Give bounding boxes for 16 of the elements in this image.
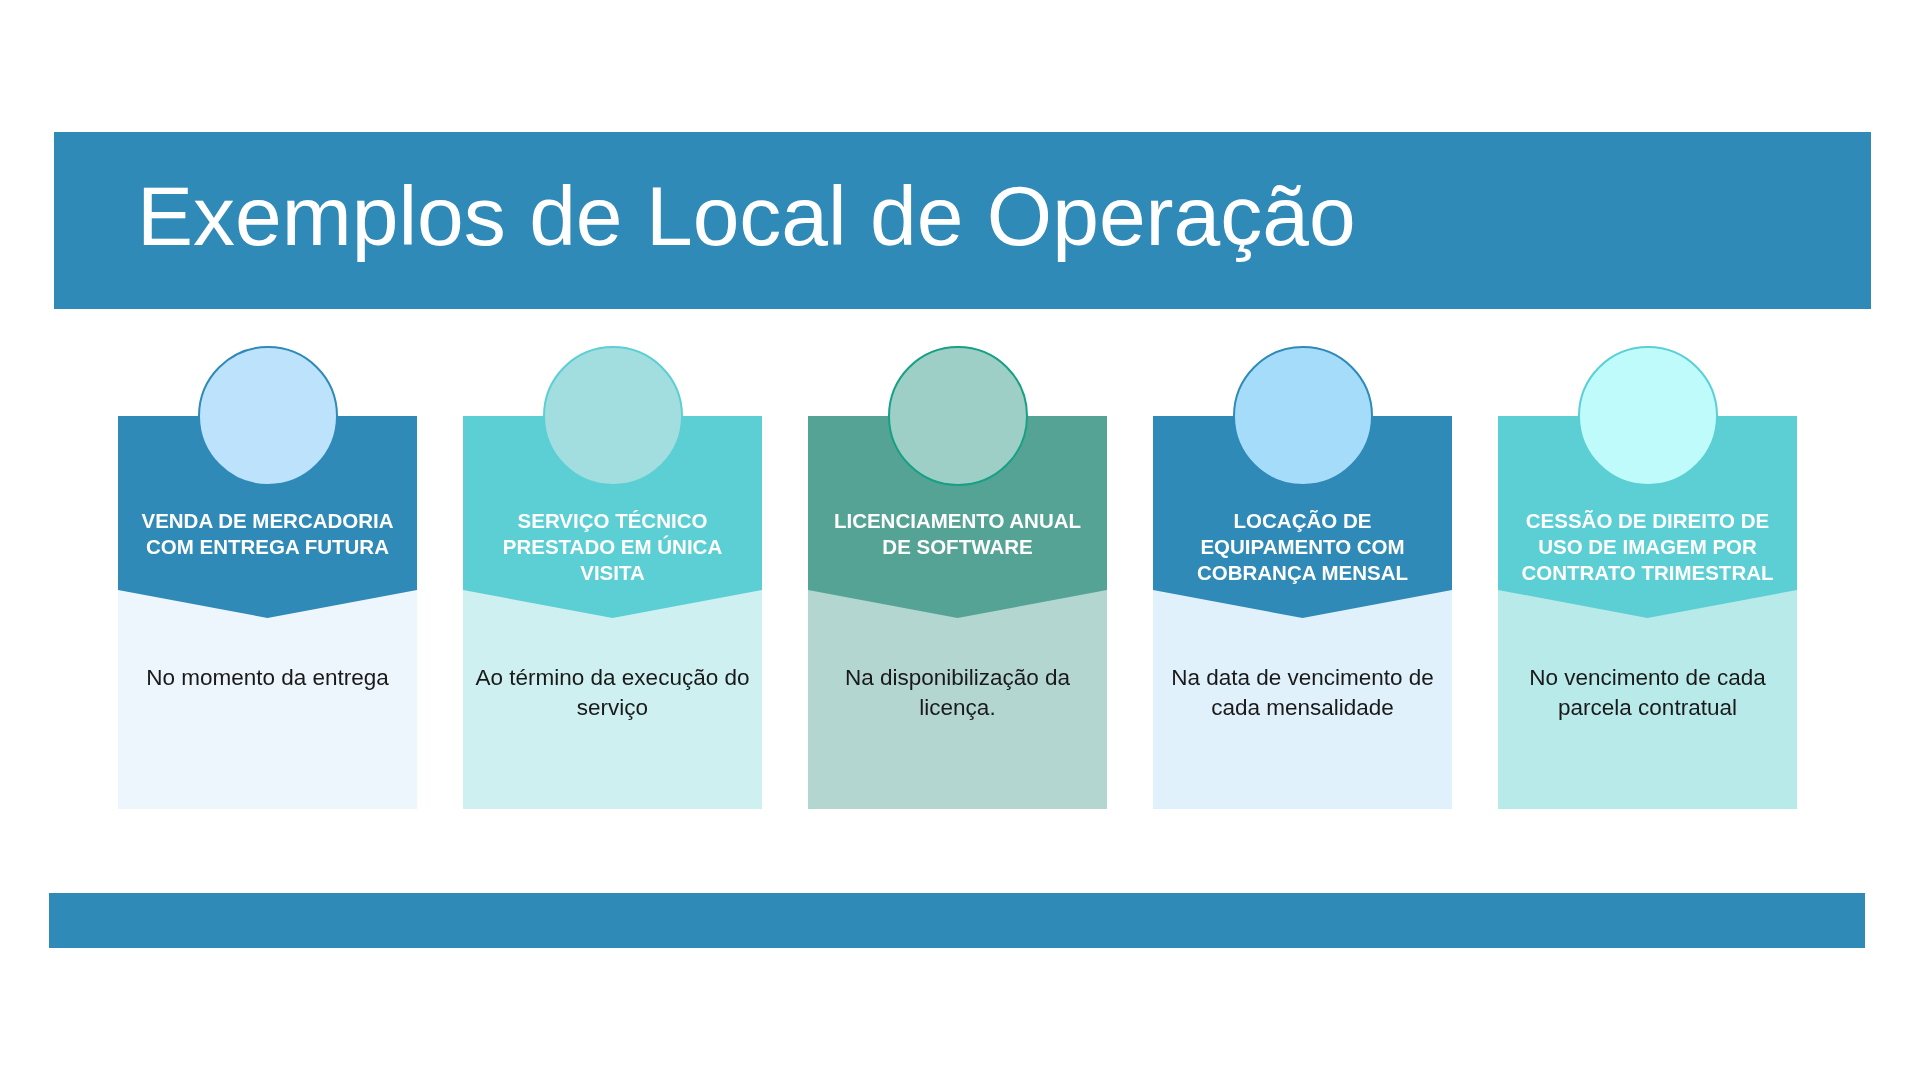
info-card	[808, 416, 1107, 809]
card-text: Ao término da execução do serviço	[475, 664, 750, 722]
info-card	[118, 416, 417, 809]
card-heading: LICENCIAMENTO ANUAL DE SOFTWARE	[832, 508, 1083, 560]
card-heading: LOCAÇÃO DE EQUIPAMENTO COM COBRANÇA MENSAL	[1195, 508, 1410, 586]
card-text: No vencimento de cada parcela contratual	[1528, 664, 1767, 722]
card-text: Na disponibilização da licença.	[843, 664, 1072, 722]
card-heading: VENDA DE MERCADORIA COM ENTREGA FUTURA	[140, 508, 395, 560]
title: Exemplos de Local de Operação	[137, 170, 1356, 263]
info-card	[463, 416, 762, 809]
info-card	[1153, 416, 1452, 809]
card-heading: CESSÃO DE DIREITO DE USO DE IMAGEM POR CONTRATO TRIMESTRAL	[1520, 508, 1775, 586]
info-card	[1498, 416, 1797, 809]
card-heading: SERVIÇO TÉCNICO PRESTADO EM ÚNICA VISITA	[501, 508, 724, 586]
card-text: No momento da entrega	[145, 664, 390, 692]
card-text: Na data de vencimento de cada mensalidade	[1170, 664, 1435, 722]
